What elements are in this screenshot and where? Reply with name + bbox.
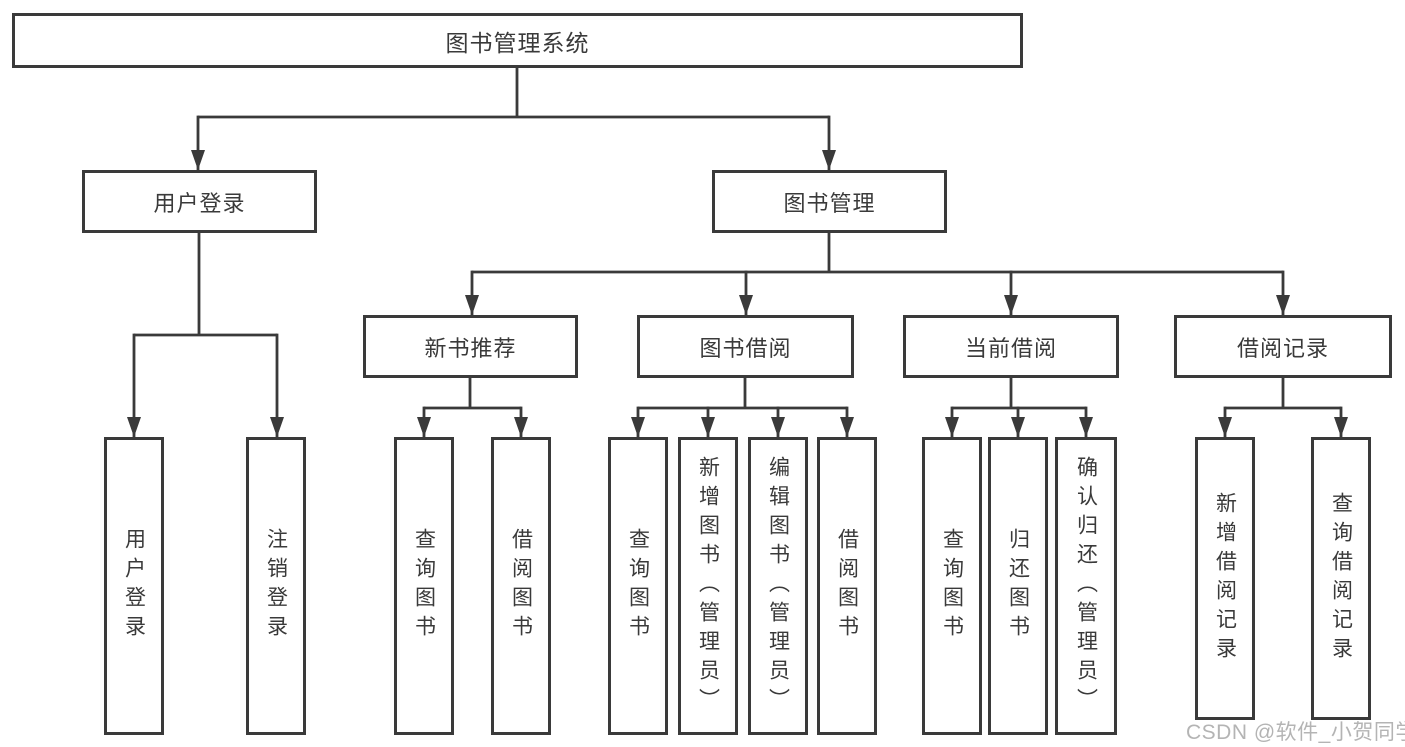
node-user-login: 用户登录	[82, 170, 317, 233]
node-label: 借阅记录	[1236, 335, 1329, 361]
leaf-label: 新增借阅记录	[1213, 491, 1237, 666]
node-label: 图书管理系统	[445, 29, 590, 56]
leaf-borrow-books: 借阅图书	[817, 437, 877, 735]
leaf-edit-books-admin: 编辑图书（管理员）	[748, 437, 808, 735]
leaf-label: 确认归还（管理员）	[1074, 455, 1098, 717]
leaf-label: 查询图书	[412, 528, 436, 644]
leaf-query-books-current: 查询图书	[922, 437, 982, 735]
leaf-logout: 注销登录	[246, 437, 306, 735]
node-library-management-system: 图书管理系统	[12, 13, 1023, 68]
leaf-label: 用户登录	[122, 528, 146, 644]
node-borrowing-records: 借阅记录	[1174, 315, 1392, 378]
leaf-label: 查询图书	[940, 528, 964, 644]
leaf-label: 查询借阅记录	[1329, 491, 1353, 666]
leaf-label: 查询图书	[626, 528, 650, 644]
leaf-label: 归还图书	[1006, 528, 1030, 644]
leaf-add-borrow-record: 新增借阅记录	[1195, 437, 1255, 720]
watermark: CSDN @软件_小贺同学	[1186, 721, 1405, 744]
leaf-query-books-recommend: 查询图书	[394, 437, 454, 735]
leaf-borrow-books-recommend: 借阅图书	[491, 437, 551, 735]
node-new-book-recommendation: 新书推荐	[363, 315, 578, 378]
node-current-borrowing: 当前借阅	[903, 315, 1119, 378]
leaf-query-borrow-record: 查询借阅记录	[1311, 437, 1371, 720]
leaf-label: 借阅图书	[509, 528, 533, 644]
leaf-query-books-borrow: 查询图书	[608, 437, 668, 735]
node-book-management: 图书管理	[712, 170, 947, 233]
node-label: 当前借阅	[964, 335, 1057, 361]
node-book-borrowing: 图书借阅	[637, 315, 854, 378]
leaf-confirm-return-admin: 确认归还（管理员）	[1055, 437, 1117, 735]
node-label: 新书推荐	[424, 335, 517, 361]
leaf-add-books-admin: 新增图书（管理员）	[678, 437, 738, 735]
leaf-label: 编辑图书（管理员）	[766, 455, 790, 717]
leaf-label: 新增图书（管理员）	[696, 455, 720, 717]
node-label: 用户登录	[153, 190, 246, 216]
leaf-label: 借阅图书	[835, 528, 859, 644]
leaf-user-login: 用户登录	[104, 437, 164, 735]
leaf-label: 注销登录	[264, 528, 288, 644]
leaf-return-books: 归还图书	[988, 437, 1048, 735]
node-label: 图书借阅	[699, 335, 792, 361]
node-label: 图书管理	[783, 190, 876, 216]
